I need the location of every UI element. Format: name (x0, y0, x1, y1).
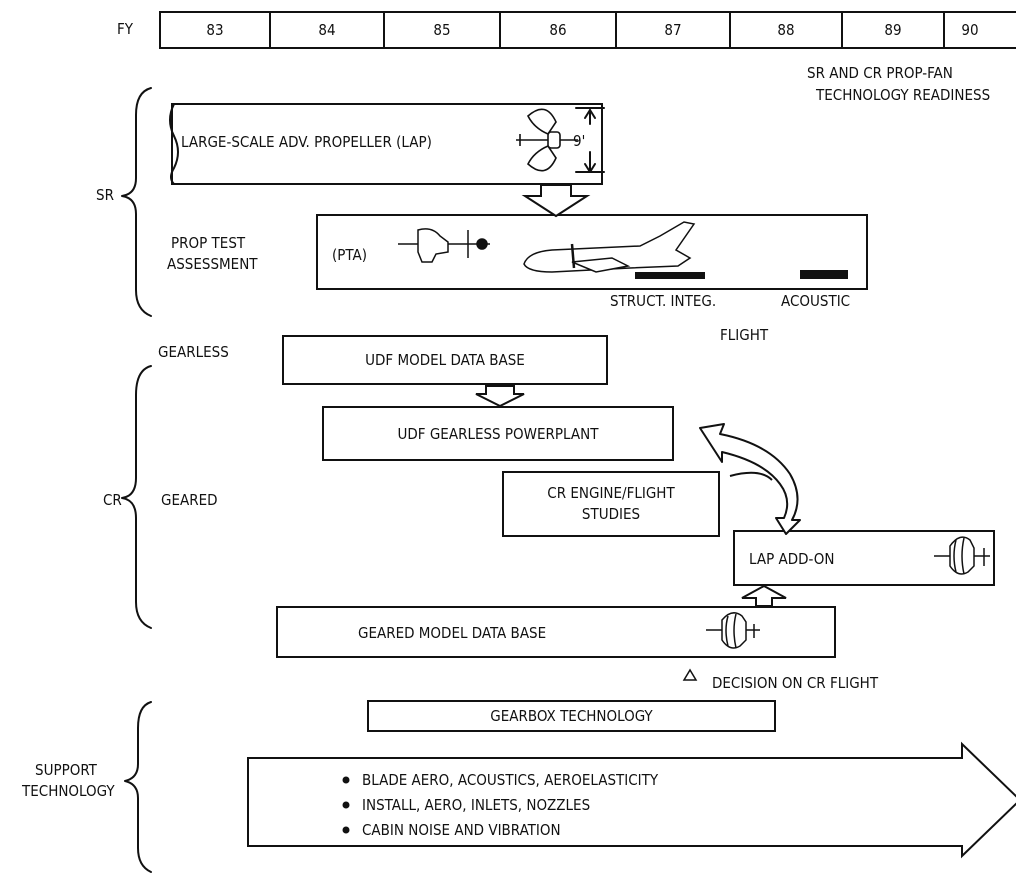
decision-milestone-triangle (682, 668, 698, 681)
cr-group-label: CR (103, 491, 122, 509)
udf-gearless-powerplant-box: UDF GEARLESS POWERPLANT (322, 406, 674, 461)
test-engine-icon (398, 228, 490, 263)
sr-brace (121, 87, 152, 317)
udf-gearless-powerplant-label: UDF GEARLESS POWERPLANT (397, 424, 599, 443)
support-technology-arrow (247, 741, 1016, 859)
bullet-dot (342, 776, 350, 784)
udf-down-arrow (475, 385, 525, 408)
cr-engine-flight-studies-line-1: CR ENGINE/FLIGHT (547, 484, 675, 502)
readiness-line-1: SR AND CR PROP-FAN (807, 64, 953, 82)
struct-integ-label: STRUCT. INTEG. (610, 292, 717, 310)
fiscal-year-timeline: 83 84 85 86 87 88 89 90 (159, 11, 1016, 49)
struct-integ-flight-bar (635, 272, 705, 279)
pta-side-label-2: ASSESSMENT (167, 255, 258, 273)
lap-dimension: 9' (573, 132, 586, 150)
readiness-line-2: TECHNOLOGY READINESS (816, 86, 991, 104)
support-bullet-1: BLADE AERO, ACOUSTICS, AEROELASTICITY (362, 771, 659, 789)
pta-label: (PTA) (332, 246, 367, 264)
gearless-label: GEARLESS (158, 343, 229, 361)
lap-addon-engine-icon (934, 536, 990, 575)
acoustic-flight-bar (800, 270, 848, 279)
gearbox-technology-label: GEARBOX TECHNOLOGY (490, 707, 653, 725)
year-90: 90 (961, 21, 979, 39)
aircraft-icon (523, 221, 696, 273)
geared-label: GEARED (161, 491, 218, 509)
geared-model-engine-icon (706, 612, 760, 649)
udf-model-data-base-box: UDF MODEL DATA BASE (282, 335, 608, 385)
bullet-dot (342, 801, 350, 809)
year-87: 87 (617, 13, 731, 47)
lap-label: LARGE-SCALE ADV. PROPELLER (LAP) (181, 133, 432, 151)
year-89: 89 (843, 13, 945, 47)
lap-add-on-label: LAP ADD-ON (749, 550, 835, 568)
cr-brace (121, 365, 152, 629)
sr-group-label: SR (96, 186, 114, 204)
decision-label: DECISION ON CR FLIGHT (712, 674, 879, 692)
acoustic-label: ACOUSTIC (781, 292, 851, 310)
bullet-dot (342, 826, 350, 834)
support-bullet-3: CABIN NOISE AND VIBRATION (362, 821, 561, 839)
geared-to-lapaddon-arrow (741, 584, 787, 607)
support-bullet-2: INSTALL, AERO, INLETS, NOZZLES (362, 796, 591, 814)
year-88: 88 (731, 13, 843, 47)
cr-engine-flight-studies-line-2: STUDIES (581, 505, 641, 523)
year-84: 84 (271, 13, 385, 47)
udf-model-data-base-label: UDF MODEL DATA BASE (365, 351, 525, 369)
gearbox-technology-box: GEARBOX TECHNOLOGY (367, 700, 776, 732)
support-group-label-2: TECHNOLOGY (22, 782, 115, 800)
curved-double-arrow (699, 423, 801, 535)
geared-model-data-base-label: GEARED MODEL DATA BASE (358, 624, 547, 642)
pta-side-label-1: PROP TEST (171, 234, 246, 252)
propeller-icon (516, 108, 578, 172)
year-86: 86 (501, 13, 617, 47)
support-group-label-1: SUPPORT (35, 761, 97, 779)
support-brace (124, 701, 152, 873)
lap-to-pta-arrow (521, 184, 591, 218)
year-83: 83 (161, 13, 271, 47)
cr-engine-flight-studies-box: CR ENGINE/FLIGHT STUDIES (502, 471, 720, 537)
year-85: 85 (385, 13, 501, 47)
flight-label: FLIGHT (720, 326, 769, 344)
fy-label: FY (117, 20, 134, 38)
